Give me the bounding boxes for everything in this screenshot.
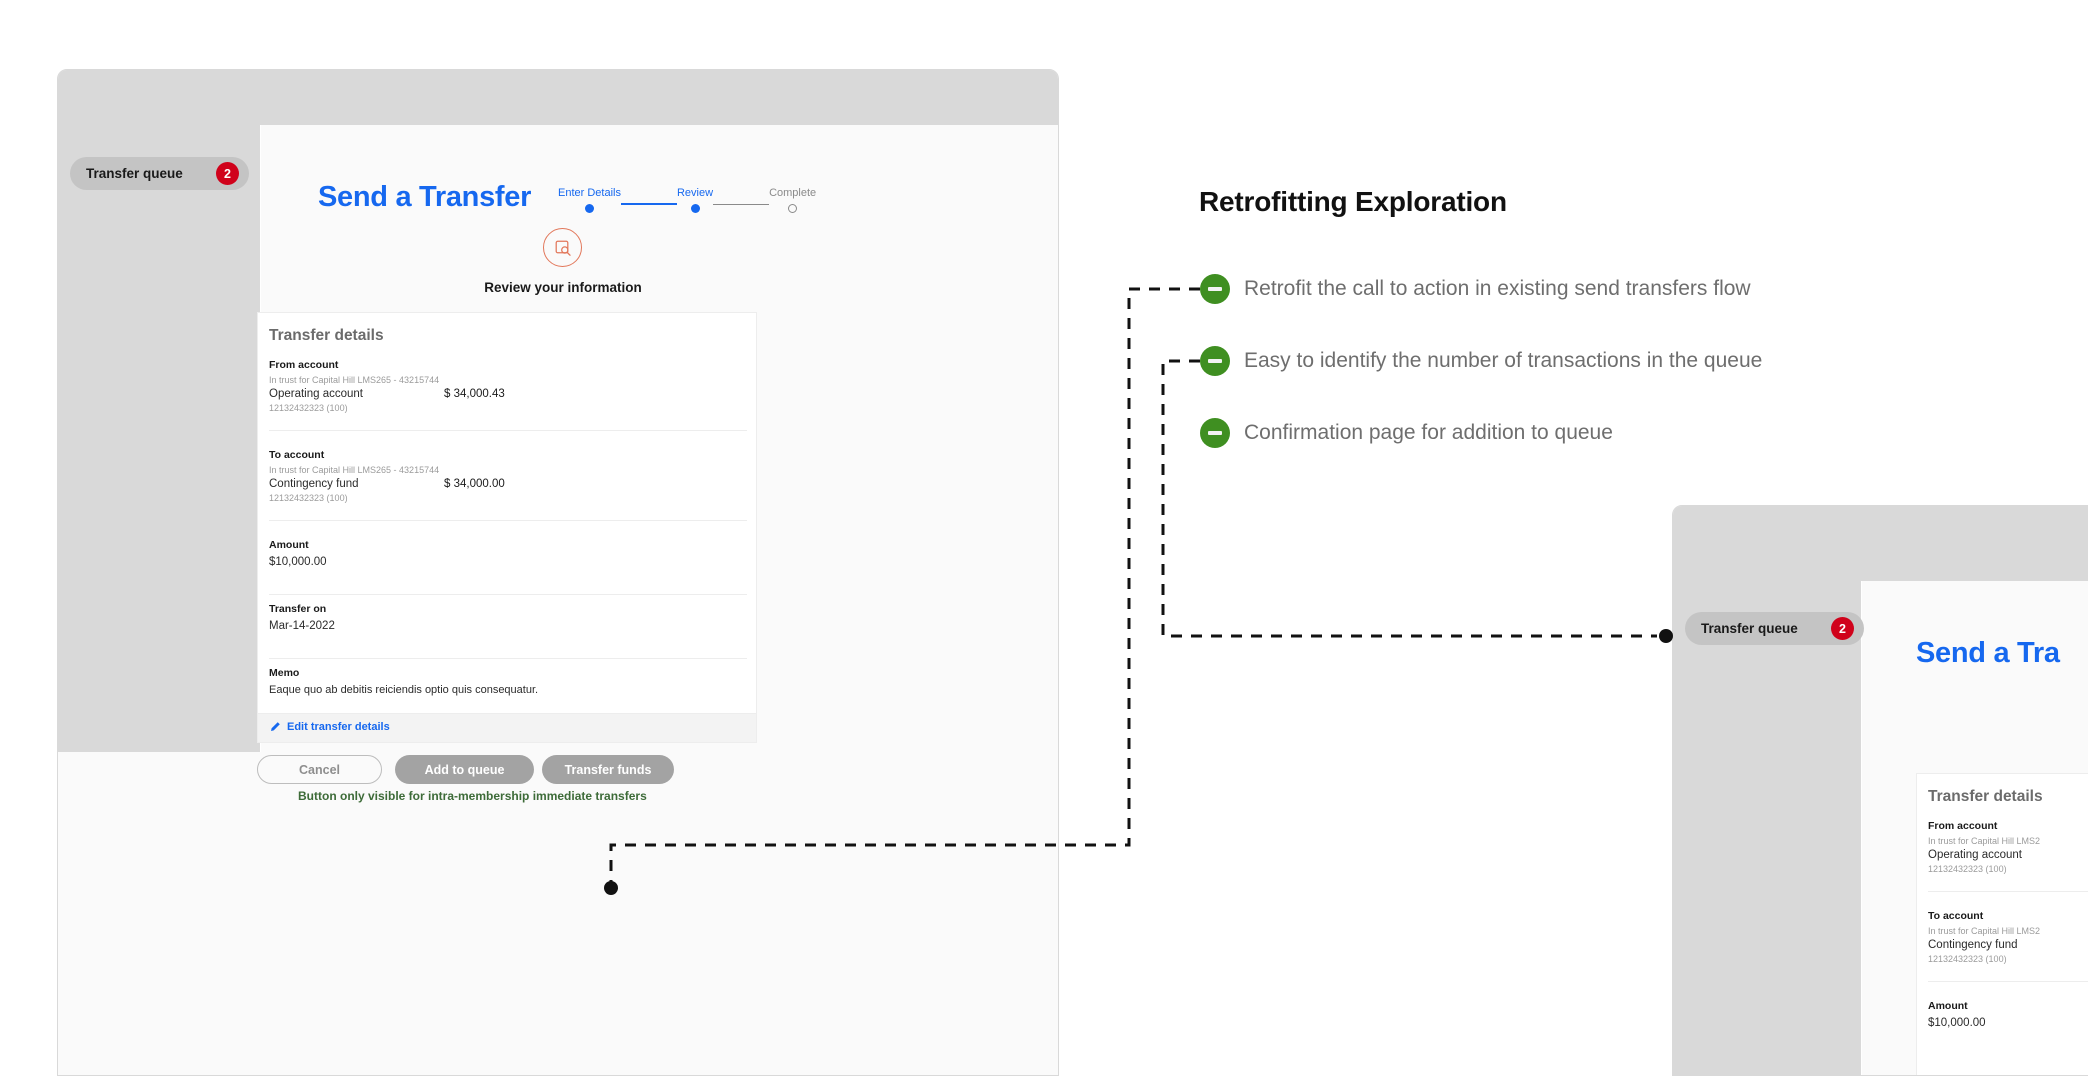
step-dot-filled [584, 204, 594, 213]
browser-panel-secondary: Transfer queue 2 Send a Tra Transfer det… [1672, 505, 2088, 1076]
transfer-details-card: Transfer details From account In trust f… [257, 312, 757, 719]
edit-transfer-details-link[interactable]: Edit transfer details [269, 721, 390, 733]
row-account-name: Operating account [269, 388, 363, 400]
sidebar: Transfer queue 2 [58, 125, 261, 752]
explanation-title: Retrofitting Exploration [1199, 186, 1507, 217]
panel2-transfer-queue-label: Transfer queue [1701, 621, 1798, 636]
explanation-bullet-3: Confirmation page for addition to queue [1200, 418, 1613, 448]
row-value: $10,000.00 [1928, 1017, 1986, 1029]
step-connector-todo [713, 203, 770, 205]
detail-row-transfer-on: Transfer on Mar-14-2022 [269, 603, 747, 659]
explanation-bullet-2: Easy to identify the number of transacti… [1200, 346, 1762, 376]
row-value: $10,000.00 [269, 556, 327, 568]
panel2-sidebar: Transfer queue 2 [1673, 581, 1864, 1075]
transfer-details-footer: Edit transfer details [257, 713, 757, 743]
step-connector-done [620, 203, 677, 205]
pencil-icon [271, 722, 280, 731]
document-search-icon [543, 228, 582, 267]
row-account-name: Operating account [1928, 849, 2022, 861]
row-subtitle: In trust for Capital Hill LMS265 - 43215… [269, 465, 440, 475]
row-label: Amount [269, 539, 309, 551]
connector-endpoint-queue-pill [1659, 629, 1673, 643]
minus-circle-icon [1200, 418, 1230, 448]
panel2-details-title: Transfer details [1928, 788, 2043, 805]
row-label: Amount [1928, 1000, 1968, 1012]
row-label: Transfer on [269, 603, 327, 615]
panel2-titlebar [1673, 506, 2088, 581]
step-dot-filled [690, 204, 700, 213]
step-dot-hollow [788, 204, 798, 213]
panel2-sidebar-item-transfer-queue[interactable]: Transfer queue 2 [1685, 612, 1864, 645]
panel2-detail-row-amount: Amount $10,000.00 [1928, 1000, 2088, 1055]
row-label: Memo [269, 667, 300, 679]
connector-bullet2-to-queue-pill [1161, 359, 1657, 638]
minus-circle-icon [1200, 346, 1230, 376]
row-account-name: Contingency fund [269, 478, 359, 490]
step-label: Enter Details [558, 187, 621, 199]
row-label: To account [269, 449, 325, 461]
step-review[interactable]: Review [677, 187, 713, 213]
detail-row-amount: Amount $10,000.00 [269, 539, 747, 595]
row-label: To account [1928, 910, 1984, 922]
detail-row-to-account: To account In trust for Capital Hill LMS… [269, 449, 747, 521]
row-account-number: 12132432323 (100) [1928, 864, 2007, 874]
detail-row-from-account: From account In trust for Capital Hill L… [269, 359, 747, 431]
browser-panel-main: Transfer queue 2 Send a Transfer Enter D… [57, 69, 1059, 1076]
review-caption: Review your information [484, 280, 642, 295]
panel2-detail-row-to-account: To account In trust for Capital Hill LMS… [1928, 910, 2088, 982]
panel2-transfer-queue-badge: 2 [1831, 617, 1854, 640]
row-amount: $ 34,000.43 [444, 388, 505, 400]
add-to-queue-button[interactable]: Add to queue [395, 755, 534, 784]
row-mainline: Operating account $ 34,000.43 [269, 388, 747, 400]
bullet-label: Retrofit the call to action in existing … [1244, 277, 1751, 300]
step-label: Complete [769, 187, 817, 199]
cancel-button[interactable]: Cancel [257, 755, 382, 784]
edit-link-label: Edit transfer details [287, 721, 390, 733]
panel2-transfer-details-card: Transfer details From account In trust f… [1916, 773, 2088, 1075]
row-value: Eaque quo ab debitis reiciendis optio qu… [269, 684, 539, 696]
row-value: Mar-14-2022 [269, 620, 335, 632]
progress-stepper: Enter Details Review Complete [558, 187, 816, 213]
bullet-label: Easy to identify the number of transacti… [1244, 349, 1763, 372]
step-enter-details[interactable]: Enter Details [558, 187, 621, 213]
transfer-funds-button[interactable]: Transfer funds [542, 755, 674, 784]
bullet-label: Confirmation page for addition to queue [1244, 421, 1613, 444]
transfer-details-title: Transfer details [269, 327, 384, 344]
row-subtitle: In trust for Capital Hill LMS2 [1928, 926, 2041, 936]
row-label: From account [1928, 820, 1998, 832]
row-account-number: 12132432323 (100) [1928, 954, 2007, 964]
row-subtitle: In trust for Capital Hill LMS2 [1928, 836, 2041, 846]
explanation-bullet-1: Retrofit the call to action in existing … [1200, 274, 1751, 304]
detail-row-memo: Memo Eaque quo ab debitis reiciendis opt… [269, 667, 747, 712]
row-label: From account [269, 359, 339, 371]
panel2-detail-row-from-account: From account In trust for Capital Hill L… [1928, 820, 2088, 892]
panel-content: Transfer queue 2 Send a Transfer Enter D… [58, 125, 1058, 1075]
minus-circle-icon [1200, 274, 1230, 304]
page-title: Send a Transfer [318, 181, 532, 213]
annotation-note: Button only visible for intra-membership… [298, 789, 647, 803]
row-subtitle: In trust for Capital Hill LMS265 - 43215… [269, 375, 440, 385]
step-label: Review [676, 187, 714, 199]
transfer-queue-badge: 2 [216, 162, 239, 185]
sidebar-item-transfer-queue[interactable]: Transfer queue 2 [70, 157, 249, 190]
row-amount: $ 34,000.00 [444, 478, 505, 490]
panel2-page-title: Send a Tra [1916, 637, 2060, 669]
row-account-number: 12132432323 (100) [269, 493, 348, 503]
document-search-glyph [555, 240, 571, 256]
step-complete: Complete [769, 187, 816, 213]
row-account-name: Contingency fund [1928, 939, 2018, 951]
panel-titlebar [58, 70, 1058, 125]
row-account-number: 12132432323 (100) [269, 403, 348, 413]
row-mainline: Contingency fund $ 34,000.00 [269, 478, 747, 490]
transfer-queue-label: Transfer queue [86, 166, 183, 181]
panel2-content: Transfer queue 2 Send a Tra Transfer det… [1673, 581, 2088, 1075]
